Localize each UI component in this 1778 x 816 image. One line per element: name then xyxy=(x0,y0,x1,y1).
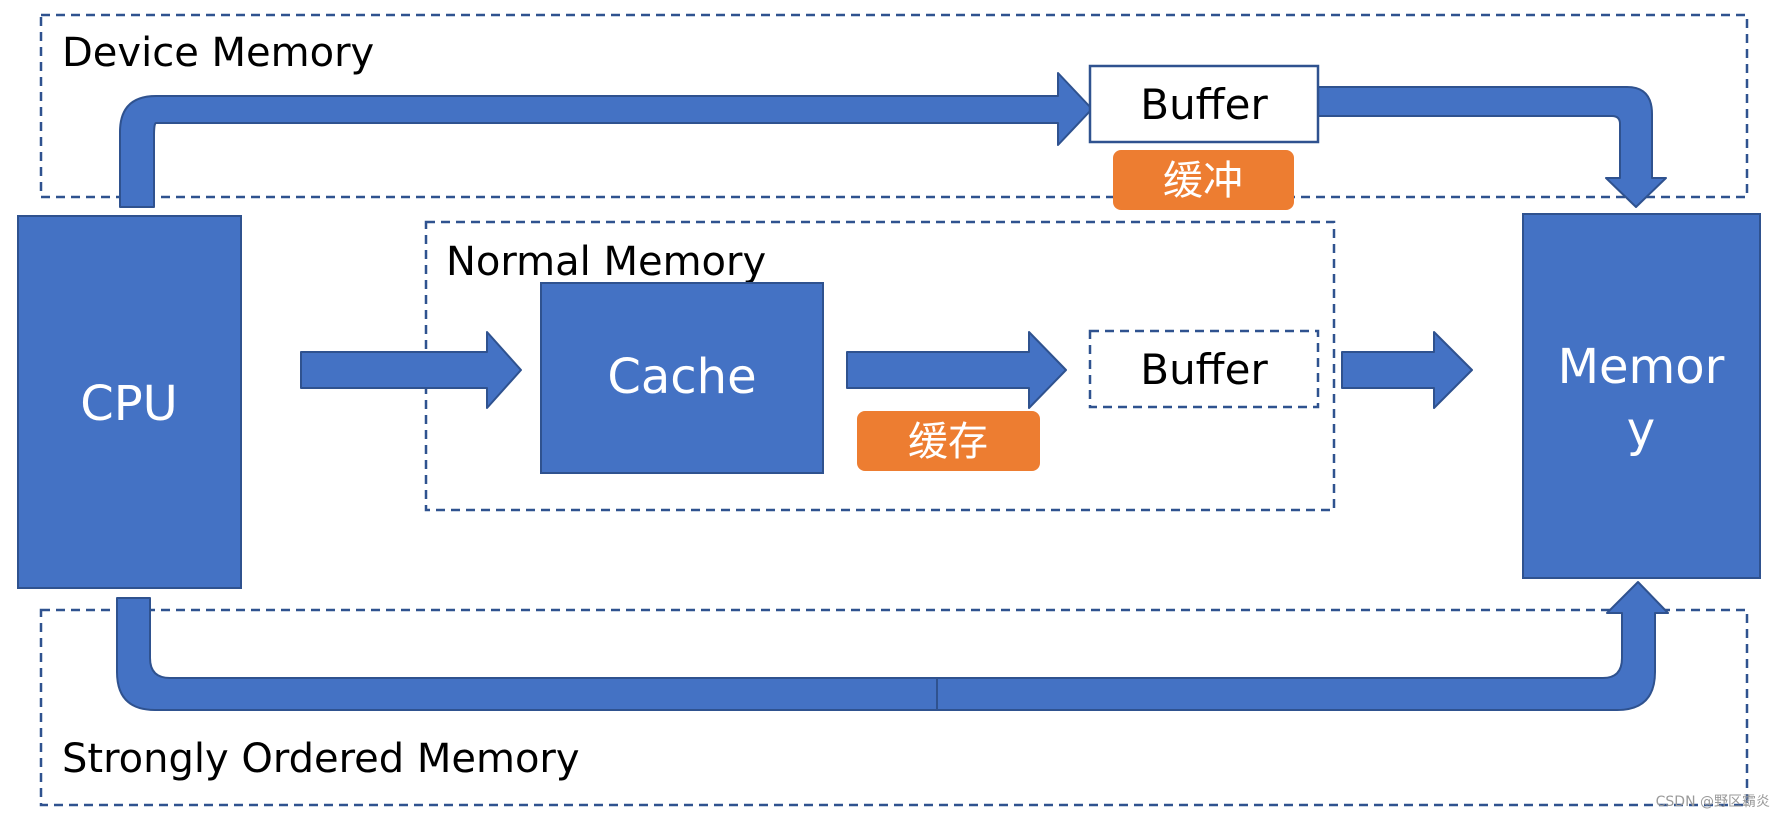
memory-label-line2: y xyxy=(1627,402,1655,458)
watermark: CSDN @野区霸炎 xyxy=(1656,794,1770,810)
cpu-label: CPU xyxy=(80,376,178,432)
cache-tag-label: 缓存 xyxy=(908,419,988,465)
arrow-normal-buffer-to-memory xyxy=(1341,331,1473,409)
memory-label-line1: Memor xyxy=(1558,339,1725,395)
arrow-cpu-to-memory-strongly-ordered xyxy=(116,581,1669,711)
arrow-device-buffer-to-memory xyxy=(1316,86,1667,208)
normal-memory-label: Normal Memory xyxy=(446,239,766,285)
memory-block xyxy=(1522,213,1761,579)
strongly-ordered-memory-region xyxy=(39,608,1749,807)
device-buffer-tag-label: 缓冲 xyxy=(1163,158,1243,204)
strongly-ordered-memory-label: Strongly Ordered Memory xyxy=(62,736,580,782)
normal-buffer-label: Buffer xyxy=(1140,345,1268,394)
cache-tag xyxy=(857,411,1040,471)
device-buffer-label: Buffer xyxy=(1140,80,1268,129)
device-memory-label: Device Memory xyxy=(62,30,374,76)
device-buffer-box xyxy=(1088,64,1320,144)
arrow-cpu-to-cache xyxy=(300,331,522,409)
normal-memory-region xyxy=(424,220,1336,512)
device-buffer-tag xyxy=(1113,150,1294,210)
cache-label: Cache xyxy=(607,349,756,405)
arrow-cache-to-normal-buffer xyxy=(846,331,1067,409)
cpu-block xyxy=(17,215,242,589)
cache-block xyxy=(540,282,824,474)
normal-buffer-box xyxy=(1088,329,1320,409)
